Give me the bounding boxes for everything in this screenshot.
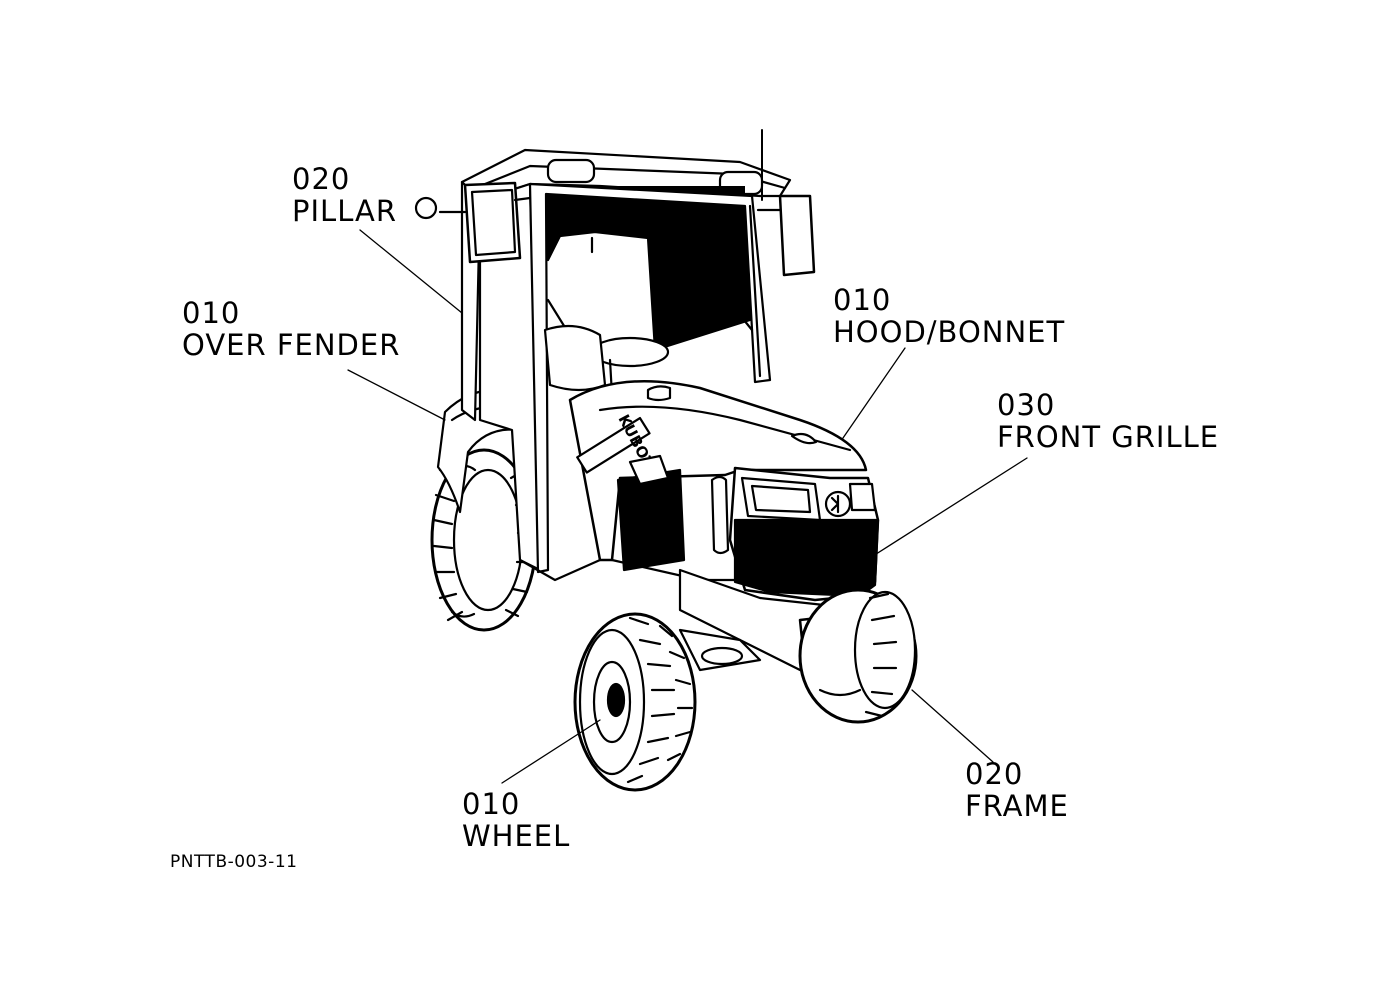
drawing-code: PNTTB-003-11 [170, 852, 298, 872]
callout-label: FRONT GRILLE [997, 420, 1220, 454]
front-wheel-left [573, 612, 697, 792]
mirror-left [414, 181, 532, 264]
front-grille-body [728, 466, 880, 602]
callout-hood-bonnet: 010 HOOD/BONNET [833, 284, 1065, 348]
callout-over-fender: 010 OVER FENDER [182, 297, 400, 361]
callout-pillar: 020 PILLAR [292, 163, 397, 227]
leader-frame [911, 689, 994, 763]
callout-label: PILLAR [292, 194, 398, 228]
callout-number: 030 [997, 388, 1056, 422]
callout-front-grille: 030 FRONT GRILLE [997, 389, 1219, 453]
callout-label: HOOD/BONNET [833, 315, 1066, 349]
mirror-right [756, 194, 816, 277]
callout-label: OVER FENDER [182, 328, 401, 362]
leader-wheel [501, 719, 601, 784]
callout-number: 010 [182, 296, 241, 330]
hood-body: KUBOTA [568, 380, 868, 592]
callout-label: FRAME [965, 789, 1069, 823]
leader-front-grille [872, 457, 1028, 557]
callout-number: 020 [965, 757, 1024, 791]
leader-over-fender [347, 369, 446, 421]
leader-pillar [359, 229, 463, 314]
callout-wheel: 010 WHEEL [462, 788, 570, 852]
callout-number: 010 [833, 283, 892, 317]
cab [460, 129, 792, 582]
callout-number: 020 [292, 162, 351, 196]
leader-hood [842, 347, 906, 439]
callout-label: WHEEL [462, 819, 571, 853]
callout-number: 010 [462, 787, 521, 821]
callout-frame: 020 FRAME [965, 758, 1069, 822]
front-wheel-right [798, 588, 918, 724]
leader-lines [347, 229, 1028, 784]
